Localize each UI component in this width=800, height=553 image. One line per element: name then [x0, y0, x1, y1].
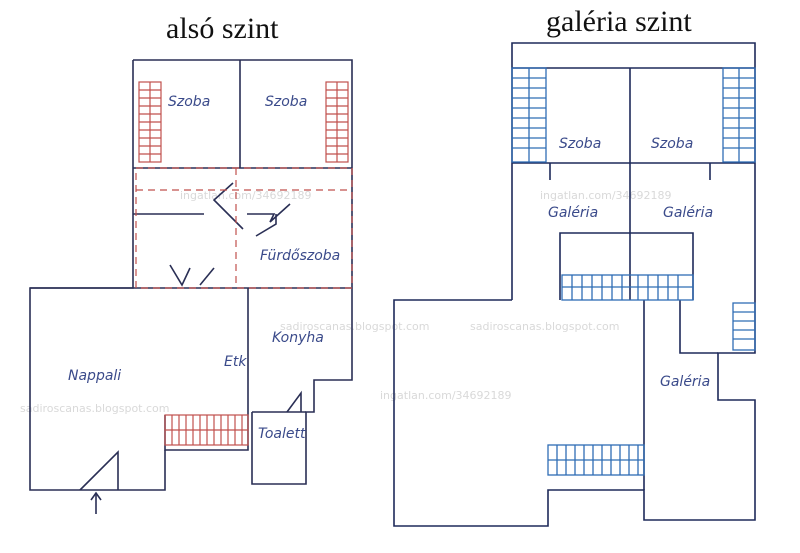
outer-wall [133, 59, 353, 290]
watermark-text: ingatlan.com/34692189 [380, 389, 512, 402]
inner-wall [255, 214, 277, 237]
inner-wall [559, 232, 694, 300]
watermark-text: ingatlan.com/34692189 [540, 189, 672, 202]
door-swing [286, 390, 302, 413]
stair-outline [732, 302, 756, 351]
outer-wall [118, 450, 166, 491]
door-swing [169, 264, 191, 287]
gallery-stairs-corner [732, 302, 756, 351]
room-label-szoba: Szoba [168, 94, 210, 110]
room-label-etkezo: Etk [224, 354, 247, 370]
room-label-furdoszoba: Fürdőszoba [260, 248, 340, 264]
inner-wall [679, 300, 718, 354]
gallery-stairs-bottom [547, 444, 645, 476]
room-label-galeria: Galéria [548, 205, 598, 221]
watermark-text: sadiroscanas.blogspot.com [470, 320, 619, 333]
watermark-text: sadiroscanas.blogspot.com [20, 402, 169, 415]
stairs-left [138, 81, 162, 163]
outer-wall [511, 42, 756, 300]
inner-wall [247, 203, 291, 223]
gallery-stairs-left [511, 67, 547, 163]
room-label-konyha: Konyha [272, 330, 324, 346]
room-label-galeria: Galéria [663, 205, 713, 221]
inner-wall [212, 182, 244, 230]
room-label-szoba: Szoba [651, 136, 693, 152]
room-label-galeria: Galéria [660, 374, 710, 390]
watermark-text: ingatlan.com/34692189 [180, 189, 312, 202]
entrance-door [79, 450, 119, 491]
watermark-layer: ingatlan.com/34692189 ingatlan.com/34692… [20, 189, 672, 415]
gallery-stairs-mid [561, 274, 694, 301]
stairs-right [325, 81, 349, 163]
stairs-living-room [164, 414, 249, 446]
room-label-nappali: Nappali [68, 368, 121, 384]
outer-wall [251, 290, 353, 485]
room-label-toalett: Toalett [258, 426, 306, 442]
outer-wall [393, 299, 756, 527]
gallery-projection-dashed [135, 167, 353, 289]
entrance-arrow-icon [90, 491, 102, 501]
gallery-level-title: galéria szint [546, 5, 692, 38]
lower-level-title: alsó szint [166, 12, 279, 45]
gallery-level-plan: Szoba Szoba Galéria Galéria Galéria [393, 42, 756, 527]
door-swing [199, 267, 215, 286]
room-label-szoba: Szoba [265, 94, 307, 110]
room-label-szoba: Szoba [559, 136, 601, 152]
gallery-stairs-right [722, 67, 756, 163]
outer-wall [29, 60, 134, 491]
watermark-text: sadiroscanas.blogspot.com [280, 320, 429, 333]
lower-level-plan: Szoba Szoba Fürdőszoba Nappali Etk Konyh… [29, 59, 353, 514]
